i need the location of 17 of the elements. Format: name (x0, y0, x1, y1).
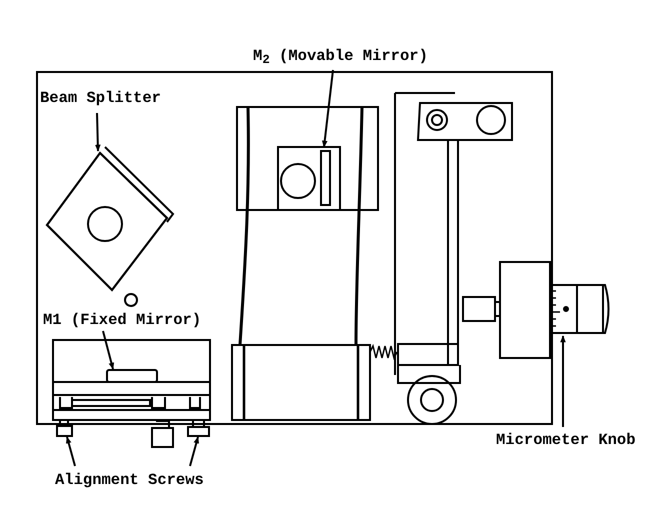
part-label: Alignment Screws (55, 471, 204, 489)
leader-arrow (102, 330, 114, 370)
fixed-mirror (106, 369, 158, 383)
part-label: Beam Splitter (40, 89, 161, 107)
leader-arrow (95, 112, 101, 152)
part-label: M$_{2}$ (Movable Mirror) (253, 47, 428, 65)
mirror-mount (277, 146, 341, 211)
micrometer-knob (550, 284, 610, 334)
leader-arrow (189, 436, 200, 466)
leader-arrow (322, 70, 334, 148)
part-label: M1 (Fixed Mirror) (43, 311, 202, 329)
leader-arrow (560, 335, 566, 427)
beam-splitter (46, 151, 168, 292)
part-label: Micrometer Knob (496, 431, 636, 449)
alignment-screw (56, 425, 73, 437)
leader-arrow (66, 436, 76, 466)
alignment-screw (187, 426, 210, 437)
